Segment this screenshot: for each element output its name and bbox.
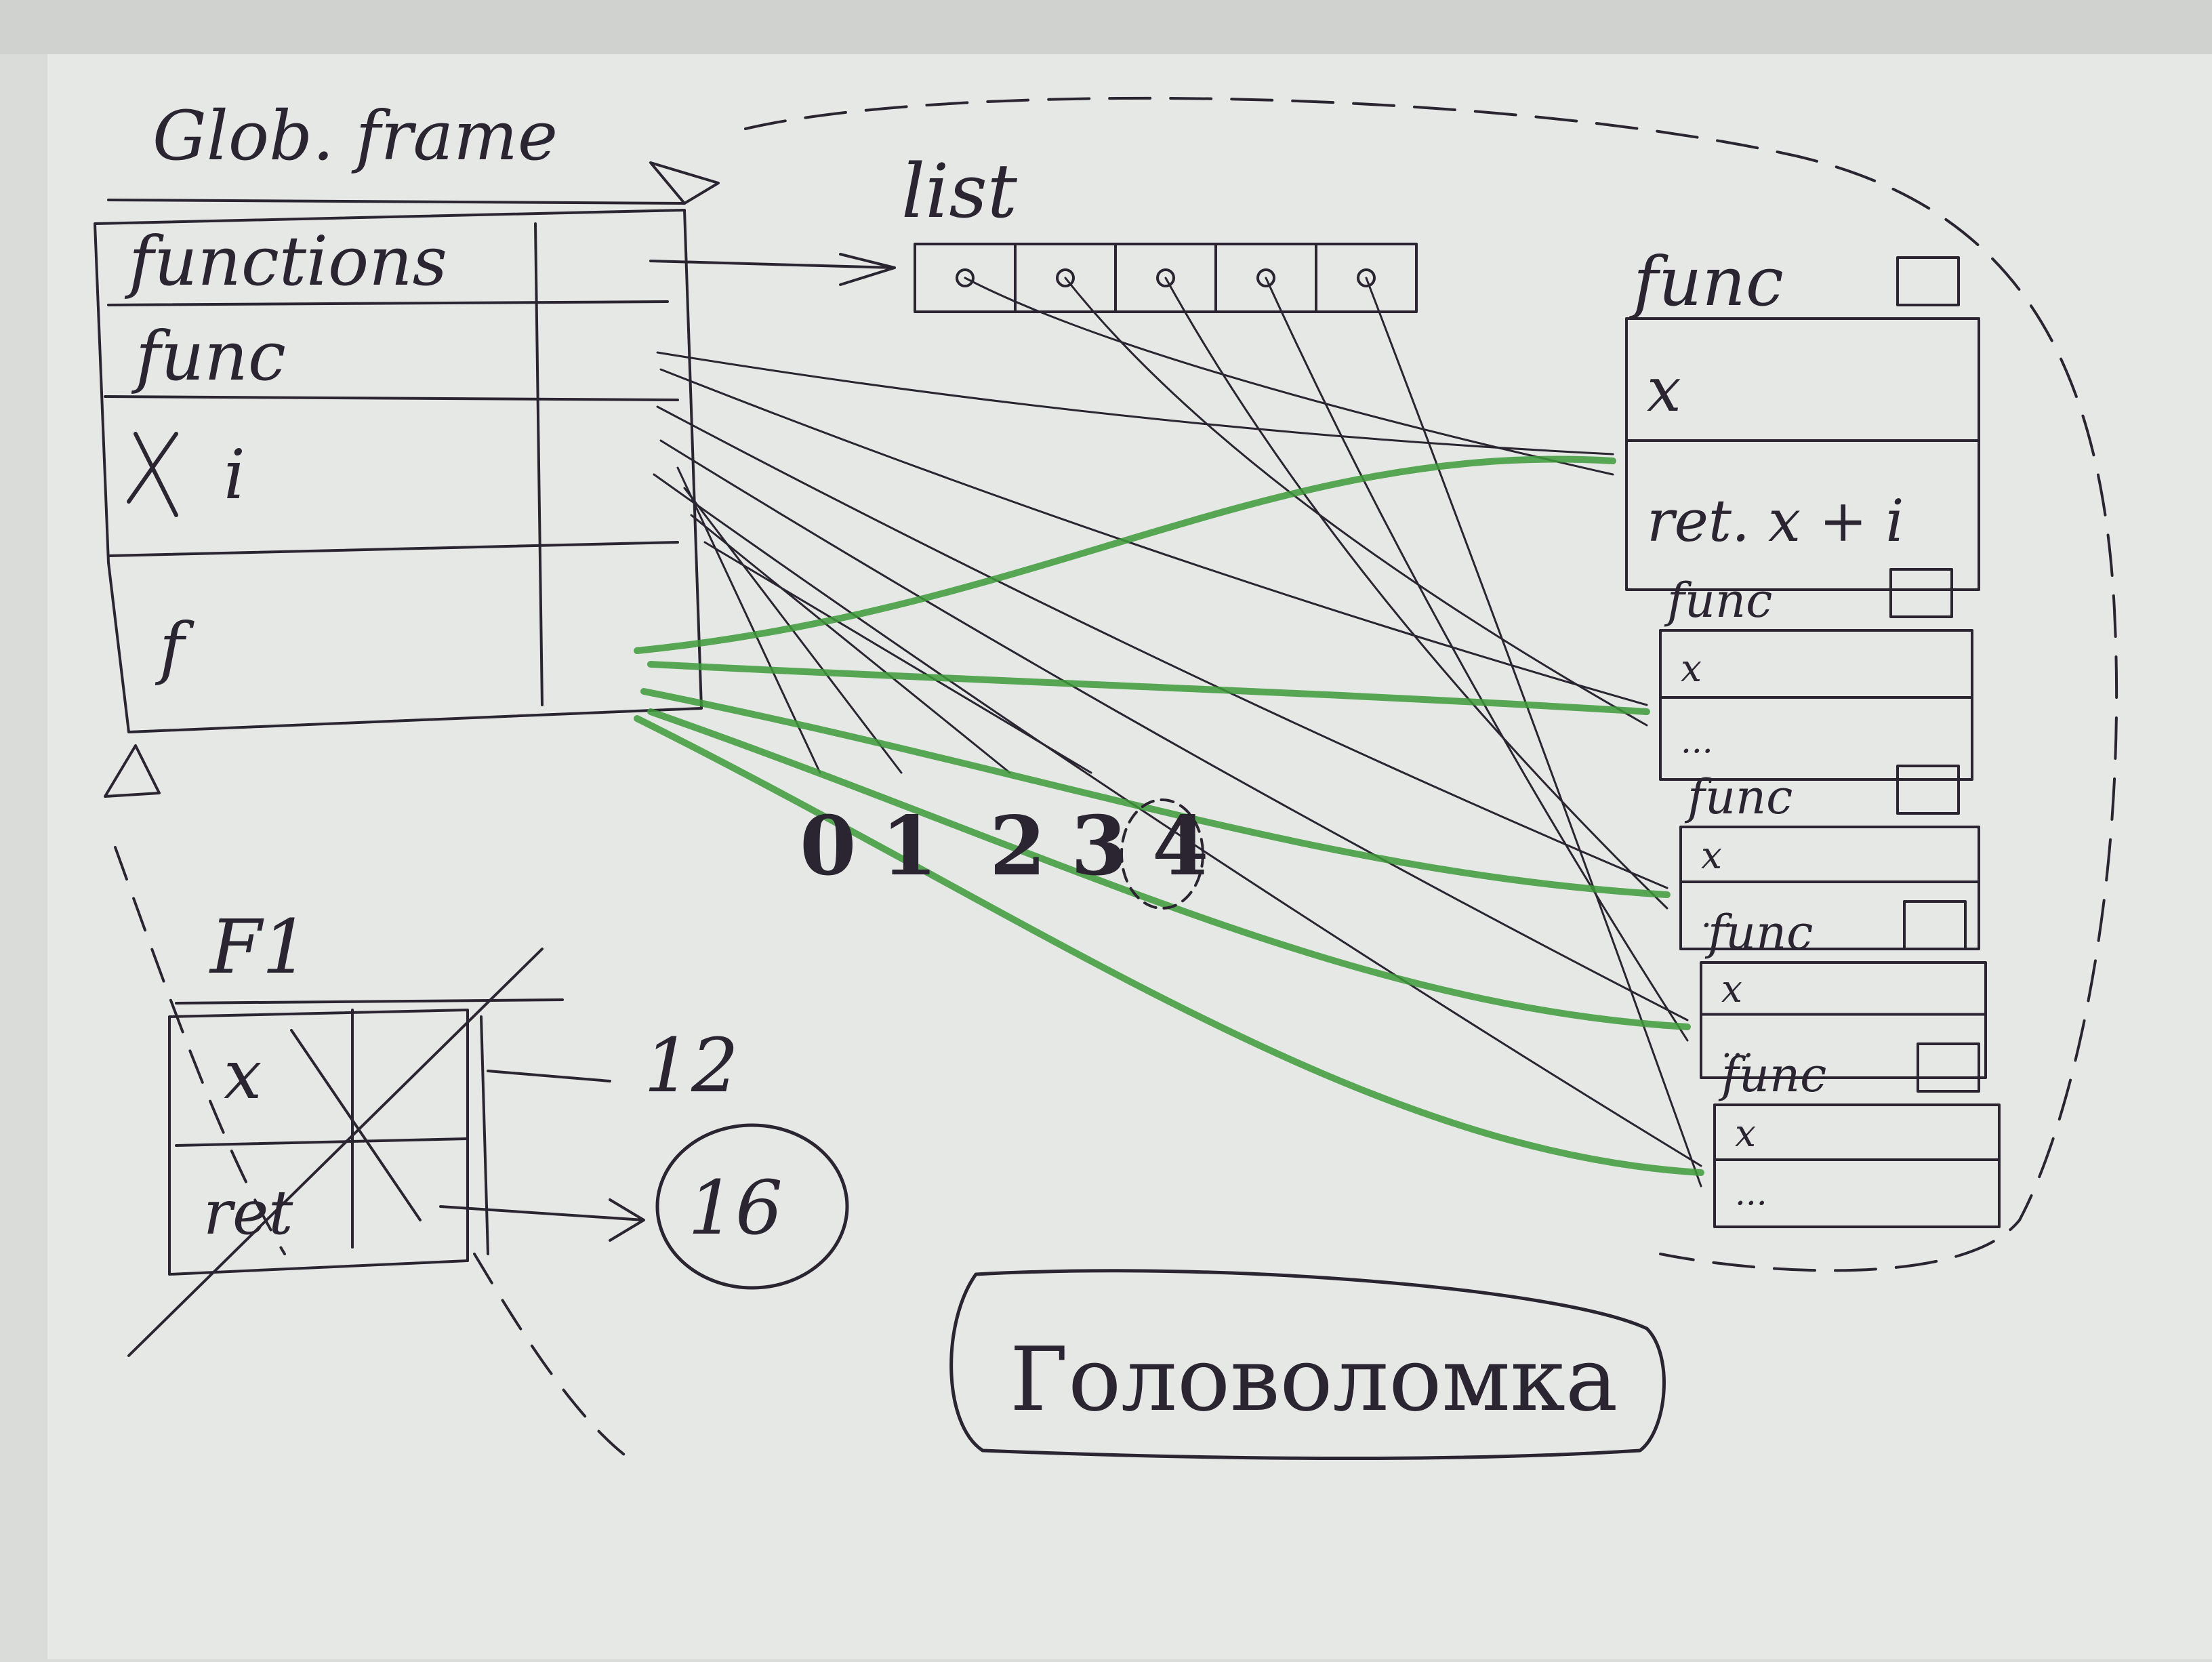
list-pointer-line	[964, 277, 1614, 476]
list-pointer-line	[1365, 277, 1702, 1188]
black-pointer-lines	[653, 277, 1702, 1188]
func-param: x	[1681, 647, 1702, 690]
func-pointer-line	[653, 473, 1702, 1167]
func-object-box	[1713, 1103, 2001, 1228]
func-object-box	[1625, 317, 1980, 591]
value-1: 1	[881, 798, 938, 894]
paper-shadow	[0, 0, 2212, 54]
list-pointer-line	[1265, 277, 1689, 1042]
green-pointer-line	[634, 715, 1704, 1176]
func-object-box	[1659, 629, 1973, 781]
arg-arrow	[487, 1070, 611, 1082]
heap-boundary	[744, 96, 2118, 1272]
global-frame: Glob. frame functions func i f	[94, 96, 720, 798]
value-0: 0	[800, 798, 857, 894]
func-body: ...	[1721, 1026, 1754, 1065]
value-3: 3	[1071, 798, 1128, 894]
green-marker-lines	[634, 455, 1704, 1176]
func-pointer-line	[659, 368, 1648, 706]
f1-return-value: 16	[688, 1164, 783, 1251]
parent-pointer-box	[1917, 1042, 1980, 1093]
list-cell-pointer-dot	[1156, 268, 1175, 287]
paper-sheet	[47, 54, 2212, 1659]
list-label: list	[901, 148, 1018, 235]
f1-row-x-label: x	[224, 1035, 262, 1114]
func-pointer-line	[656, 351, 1614, 455]
functions-to-list-arrow	[649, 253, 896, 286]
func-object-box	[1679, 826, 1980, 950]
func-object: func x...	[1713, 1042, 2001, 1228]
f1-border	[168, 1009, 469, 1276]
return-value-circle	[655, 1123, 849, 1290]
func-object: func x ret. x + i	[1625, 242, 1980, 591]
list-cell-pointer-dot	[1056, 268, 1075, 287]
green-pointer-line	[640, 688, 1671, 898]
list-cell-pointer-dot	[956, 268, 975, 287]
parent-pointer-box	[1896, 256, 1960, 306]
value-4: 4	[1152, 798, 1209, 894]
parent-pointer-box	[1889, 568, 1953, 618]
list-cell-pointer-dot	[1357, 268, 1376, 287]
parent-pointer-box	[1896, 765, 1960, 815]
func-body: ret. x + i	[1647, 488, 1904, 555]
func-object-label: func	[1629, 242, 1784, 321]
row-functions-label: functions	[124, 222, 447, 301]
green-pointer-line	[647, 708, 1691, 1030]
f1-arg-value: 12	[644, 1022, 739, 1109]
f1-cross-out	[127, 948, 544, 1357]
func-object: func x...	[1659, 568, 1973, 781]
func-param: x	[1701, 834, 1722, 877]
green-pointer-line	[634, 455, 1616, 654]
func-param: x	[1735, 1112, 1756, 1155]
func-object-label: func	[1704, 905, 1813, 960]
f1-frame: F1 x ret 12 16	[127, 904, 849, 1357]
i-value-line	[703, 541, 1092, 774]
func-object-label: func	[1684, 769, 1793, 825]
list-box	[914, 243, 1418, 313]
list-cell-pointer-dot	[1256, 268, 1275, 287]
f1-boundary	[114, 846, 638, 1465]
func-body: ...	[1681, 721, 1713, 761]
func-object-box	[1700, 961, 1987, 1079]
ret-arrow	[439, 1198, 645, 1242]
func-object-label: func	[1664, 573, 1772, 628]
crossed-out-i-mark	[127, 432, 178, 517]
func-pointer-line	[656, 405, 1668, 889]
global-frame-title: Glob. frame	[152, 96, 558, 176]
func-body: ...	[1701, 896, 1734, 935]
caption-box: Головоломка	[949, 1269, 1666, 1461]
func-object: func x...	[1700, 900, 1987, 1079]
func-pointer-line	[659, 439, 1689, 1021]
row-func-label: func	[131, 317, 286, 396]
func-object-label: func	[1718, 1047, 1826, 1103]
list-pointer-line	[1164, 277, 1668, 910]
list-object: list	[901, 148, 1418, 313]
f1-title: F1	[209, 904, 309, 990]
func-param: x	[1647, 354, 1681, 426]
func-param: x	[1721, 967, 1742, 1011]
func-object: func x...	[1679, 765, 1980, 950]
row-i-label: i	[224, 435, 245, 514]
func-body: ...	[1735, 1174, 1767, 1213]
value-4-dashed-circle	[1120, 798, 1204, 910]
parent-pointer-box	[1903, 900, 1967, 950]
value-2: 2	[989, 798, 1046, 894]
global-frame-border	[94, 209, 703, 733]
green-pointer-line	[647, 661, 1650, 715]
i-value-line	[690, 514, 1011, 774]
caption-text: Головоломка	[1010, 1328, 1618, 1431]
